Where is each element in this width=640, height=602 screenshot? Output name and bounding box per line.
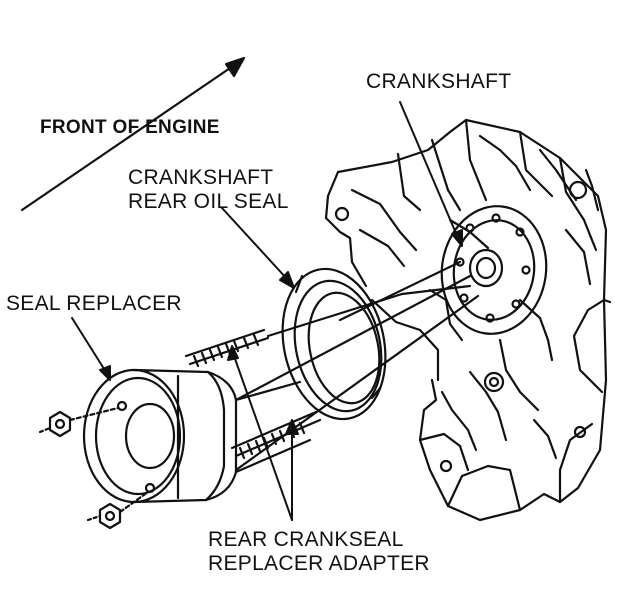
seal-replacer-label: SEAL REPLACER [6,292,182,315]
seal-replacer-tool [82,368,238,504]
alignment-lines [234,260,480,472]
rear-oil-seal [281,267,387,421]
rear-oil-seal-label-line2: REAR OIL SEAL [128,190,289,213]
nuts [38,406,150,530]
engine-block [324,118,612,522]
front-of-engine-label: FRONT OF ENGINE [40,117,220,138]
front-direction-arrow [20,56,246,212]
adapter-label-line2: REPLACER ADAPTER [208,552,430,575]
adapter-studs [184,292,404,474]
crankshaft-flange [440,205,548,335]
rear-oil-seal-label-line1: CRANKSHAFT [128,166,274,189]
crankshaft-label: CRANKSHAFT [366,70,512,93]
adapter-label-line1: REAR CRANKSEAL [208,528,404,551]
leader-lines [71,101,463,521]
